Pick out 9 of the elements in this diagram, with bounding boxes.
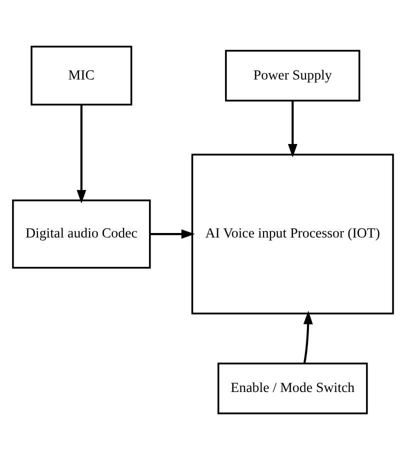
arrow xyxy=(76,104,86,204)
node-box: MIC xyxy=(30,46,132,106)
node-box: Digital audio Codec xyxy=(12,200,151,269)
node-box: Power Supply xyxy=(225,50,360,102)
node-box: AI Voice input Processor (IOT) xyxy=(191,154,394,314)
arrow xyxy=(150,229,195,239)
arrow xyxy=(303,310,313,364)
arrow xyxy=(288,100,298,158)
node-box: Enable / Mode Switch xyxy=(218,362,368,414)
